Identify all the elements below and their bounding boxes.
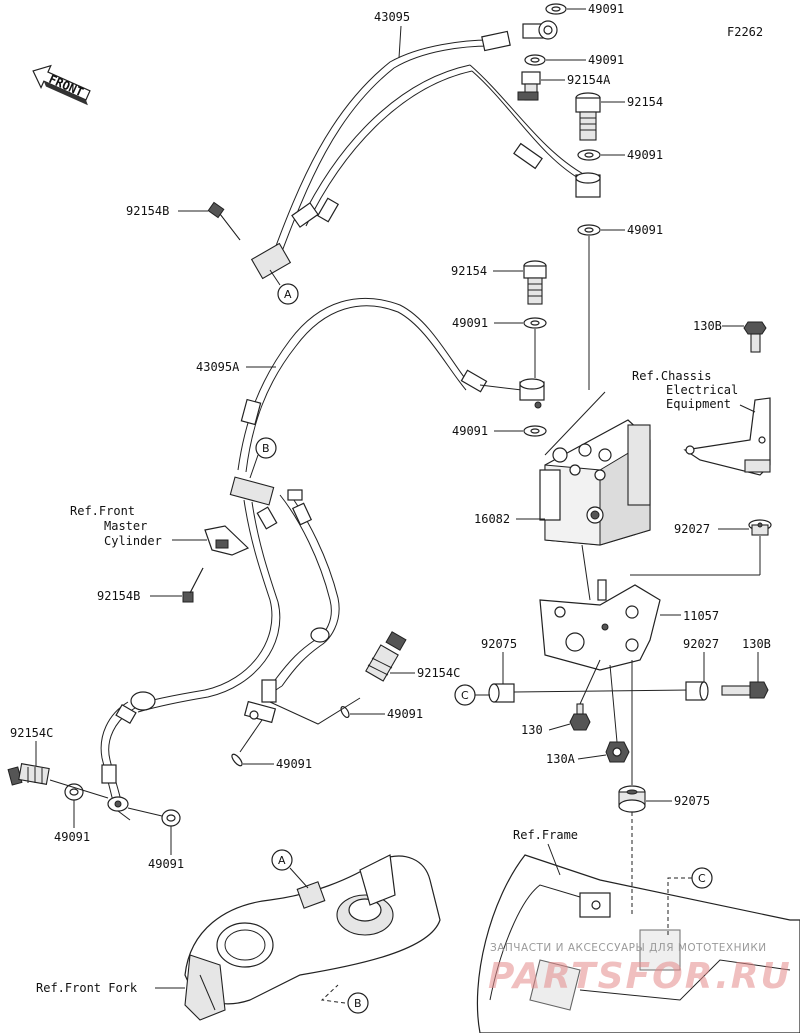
watermark-line2: PARTSFOR.RU (488, 956, 792, 997)
bracket-11057 (539, 544, 661, 671)
callout-c-left-label: C (461, 689, 469, 702)
label-92154B-1: 92154B (126, 204, 169, 218)
label-92154B-2: 92154B (97, 589, 140, 603)
label-92154A: 92154A (567, 73, 611, 87)
label-49091-2: 49091 (588, 53, 624, 67)
frame-section (476, 854, 800, 1033)
watermark-line1: ЗАПЧАСТИ И АКСЕССУАРЫ ДЛЯ МОТОТЕХНИКИ (490, 942, 767, 954)
label-11057: 11057 (683, 609, 719, 623)
label-49091-6: 49091 (452, 424, 488, 438)
label-130B-2: 130B (742, 637, 771, 651)
label-16082: 16082 (474, 512, 510, 526)
bolt-92154A (517, 71, 541, 101)
washer-49091-lowerleft (231, 753, 243, 767)
callout-b-lower-label: B (354, 997, 362, 1010)
washer-49091-3 (577, 149, 601, 161)
washer-49091-5 (523, 317, 547, 329)
ref-frame: Ref.Frame (513, 828, 578, 842)
label-49091-8: 49091 (276, 757, 312, 771)
grommet-92075-left (488, 683, 515, 703)
ref-chassis-2: Electrical (666, 383, 738, 397)
washer-49091-2 (524, 54, 546, 66)
washer-49091-center (340, 705, 350, 719)
ref-chassis-3: Equipment (666, 397, 731, 411)
grommet-92027-right (748, 519, 772, 536)
label-92154-1: 92154 (627, 95, 663, 109)
front-fork-clamp (184, 854, 441, 1021)
washer-49091-4 (577, 224, 601, 236)
bolt-92154B-lower (182, 567, 204, 603)
bolt-92154-middle (523, 260, 547, 305)
callout-a-upper (277, 283, 299, 305)
callout-a-lower (271, 849, 293, 871)
label-49091-5: 49091 (452, 316, 488, 330)
label-49091-10: 49091 (148, 857, 184, 871)
label-49091-9: 49091 (54, 830, 90, 844)
label-130B-1: 130B (693, 319, 722, 333)
callout-b-lower (347, 992, 369, 1014)
label-130: 130 (521, 723, 543, 737)
bolt-92154C-center (365, 631, 407, 682)
washer-49091-right (161, 809, 181, 827)
bolt-130B-lower (721, 681, 769, 699)
bolt-92154B-upper (207, 201, 241, 241)
label-130A: 130A (546, 752, 576, 766)
label-92154C-1: 92154C (10, 726, 53, 740)
ref-master-1: Ref.Front (70, 504, 135, 518)
brake-hose-43095A (237, 298, 545, 473)
bolt-92154C-left (7, 763, 50, 786)
ref-chassis-1: Ref.Chassis (632, 369, 711, 383)
label-49091-4: 49091 (627, 223, 663, 237)
master-cylinder-bracket (204, 525, 250, 556)
hose-junction (130, 476, 340, 713)
bolt-130 (569, 703, 591, 731)
callout-a-lower-label: A (278, 854, 286, 867)
callout-b-upper (255, 437, 277, 459)
bolt-130A (605, 741, 630, 763)
label-49091-1: 49091 (588, 2, 624, 16)
grommet-92027-center (685, 681, 709, 701)
hose-lower-left (100, 701, 137, 821)
callout-c-right-label: C (698, 872, 706, 885)
abs-unit-16082 (539, 391, 651, 546)
callout-b-upper-label: B (262, 442, 270, 455)
label-49091-3: 49091 (627, 148, 663, 162)
brake-hose-43095 (250, 20, 601, 280)
ref-front-fork: Ref.Front Fork (36, 981, 138, 995)
label-43095A: 43095A (196, 360, 240, 374)
chassis-bracket (683, 397, 771, 476)
bolt-92154-upper (575, 92, 601, 141)
callout-a-upper-label: A (284, 288, 292, 301)
label-92154-2: 92154 (451, 264, 487, 278)
label-92075-2: 92075 (674, 794, 710, 808)
label-92075-1: 92075 (481, 637, 517, 651)
label-43095: 43095 (374, 10, 410, 24)
front-arrow-icon: FRONT (32, 64, 91, 106)
grommet-92075-lower (618, 785, 646, 813)
label-49091-7: 49091 (387, 707, 423, 721)
washer-49091-6 (523, 425, 547, 437)
ref-master-3: Cylinder (104, 534, 162, 548)
washer-49091-top (545, 3, 567, 15)
washer-49091-left (64, 783, 84, 801)
banjo-lower-center (243, 679, 283, 724)
bolt-130B-upper (743, 321, 767, 353)
label-92027-2: 92027 (683, 637, 719, 651)
label-92154C-2: 92154C (417, 666, 460, 680)
label-92027-1: 92027 (674, 522, 710, 536)
ref-master-2: Master (104, 519, 147, 533)
diagram-code: F2262 (727, 25, 763, 39)
